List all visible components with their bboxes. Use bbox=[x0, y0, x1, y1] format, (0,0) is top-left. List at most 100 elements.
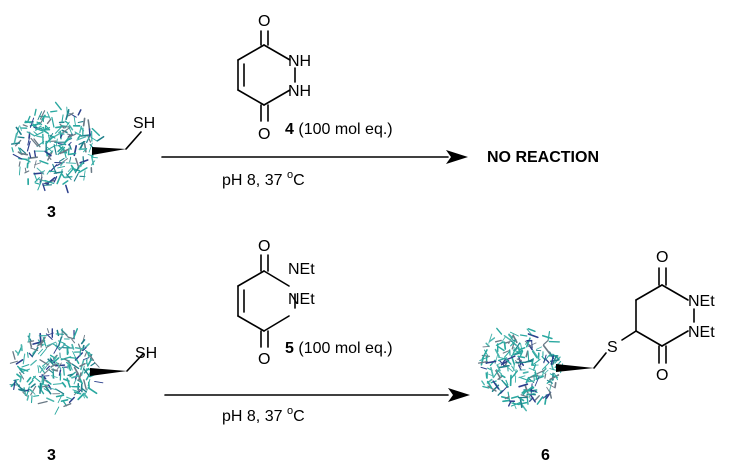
protein-strand bbox=[83, 368, 91, 378]
protein-strand bbox=[32, 349, 37, 354]
protein-strand bbox=[543, 369, 549, 375]
conditions-text: pH 8, 37 oC bbox=[222, 169, 305, 189]
protein-strand bbox=[41, 385, 48, 388]
protein-strand bbox=[29, 117, 35, 128]
protein-strand bbox=[30, 347, 39, 351]
protein-strand bbox=[31, 346, 39, 357]
protein-strand bbox=[68, 396, 75, 404]
protein-strand bbox=[24, 167, 27, 173]
protein-strand bbox=[33, 131, 38, 135]
protein-strand bbox=[80, 161, 84, 168]
protein-strand bbox=[36, 167, 45, 175]
protein-strand bbox=[23, 158, 31, 163]
protein-strand bbox=[43, 130, 49, 135]
protein-strand bbox=[65, 109, 70, 121]
protein-strand bbox=[10, 142, 21, 145]
protein-strand bbox=[49, 133, 54, 138]
protein-strand bbox=[54, 406, 60, 415]
protein-strand bbox=[79, 349, 82, 357]
protein-strand bbox=[66, 169, 74, 177]
compound-label-3: 3 bbox=[47, 204, 56, 221]
protein-strand bbox=[45, 125, 51, 131]
product-6: S O NEt NEt O 6 bbox=[477, 249, 715, 464]
protein-strand bbox=[529, 391, 538, 395]
reagent-label-4: 4 (100 mol eq.) bbox=[285, 121, 393, 138]
protein-strand bbox=[503, 341, 507, 350]
top-reaction: SH 3 O NH NH O 4 (100 mol eq.) pH 8, 37 … bbox=[10, 13, 599, 221]
protein-strand bbox=[508, 334, 514, 345]
protein-strand bbox=[542, 393, 549, 399]
protein-strand bbox=[57, 146, 66, 156]
protein-strand bbox=[518, 396, 525, 402]
protein-strand bbox=[24, 170, 30, 174]
protein-strand bbox=[42, 376, 46, 385]
bond-ch2-s bbox=[126, 353, 144, 372]
protein-strand bbox=[51, 355, 58, 363]
bond-ch2-s bbox=[593, 352, 607, 369]
protein-strand bbox=[87, 352, 90, 358]
protein-strand bbox=[534, 371, 538, 381]
protein-strand bbox=[52, 343, 61, 349]
protein-strand bbox=[96, 135, 105, 142]
protein-strand bbox=[38, 115, 50, 118]
protein-strand bbox=[27, 135, 31, 146]
protein-strand bbox=[79, 125, 83, 134]
protein-strand bbox=[544, 394, 548, 405]
protein-strand bbox=[19, 147, 27, 154]
protein-strand bbox=[486, 380, 493, 389]
protein-strand bbox=[549, 391, 553, 399]
protein-strand bbox=[545, 358, 550, 364]
protein-strand bbox=[82, 117, 86, 127]
protein-strand bbox=[82, 347, 87, 352]
protein-strand bbox=[68, 125, 73, 135]
protein-strand bbox=[37, 400, 48, 405]
protein-3-bottom: SH 3 bbox=[9, 328, 157, 464]
protein-strand bbox=[41, 360, 49, 367]
no-reaction-label: NO REACTION bbox=[487, 149, 599, 166]
protein-strand bbox=[32, 341, 41, 345]
protein-strand bbox=[45, 365, 51, 370]
protein-strand bbox=[39, 359, 49, 366]
protein-strand bbox=[12, 351, 16, 360]
protein-strand bbox=[34, 125, 42, 131]
protein-strand bbox=[519, 350, 524, 357]
protein-strand bbox=[505, 355, 516, 361]
protein-strand bbox=[56, 173, 62, 185]
protein-strand bbox=[13, 379, 19, 381]
atom-nh: NH bbox=[288, 53, 311, 70]
protein-strand bbox=[479, 356, 489, 362]
protein-strand bbox=[52, 163, 57, 175]
protein-strand bbox=[66, 396, 73, 400]
protein-strand bbox=[497, 357, 508, 362]
protein-strand bbox=[58, 369, 62, 376]
protein-strand bbox=[77, 109, 82, 116]
protein-strand bbox=[527, 392, 532, 401]
protein-strand bbox=[80, 339, 86, 345]
protein-strand bbox=[542, 344, 551, 355]
protein-strand bbox=[77, 134, 82, 140]
protein-strand bbox=[504, 395, 510, 400]
protein-strand bbox=[527, 351, 530, 362]
protein-strand bbox=[77, 372, 82, 382]
protein-strand bbox=[30, 137, 39, 147]
bond bbox=[237, 270, 265, 287]
protein-strand bbox=[485, 372, 488, 379]
protein-strand bbox=[553, 373, 558, 381]
protein-strand bbox=[74, 346, 86, 350]
protein-strand bbox=[26, 386, 30, 396]
atom-o: O bbox=[258, 13, 270, 30]
reagent-5-structure: O NEt NEt O bbox=[237, 238, 315, 368]
protein-strand bbox=[508, 333, 514, 339]
protein-strand bbox=[11, 147, 14, 153]
protein-strand bbox=[522, 371, 529, 374]
protein-strand bbox=[57, 143, 67, 147]
protein-strand bbox=[18, 161, 21, 167]
protein-strand bbox=[34, 108, 37, 116]
protein-strand bbox=[83, 393, 89, 399]
protein-strand bbox=[510, 339, 517, 347]
protein-strand bbox=[91, 127, 101, 137]
protein-strand bbox=[46, 176, 56, 185]
protein-strand bbox=[68, 152, 77, 156]
protein-strand bbox=[77, 392, 85, 401]
bond bbox=[237, 89, 265, 106]
